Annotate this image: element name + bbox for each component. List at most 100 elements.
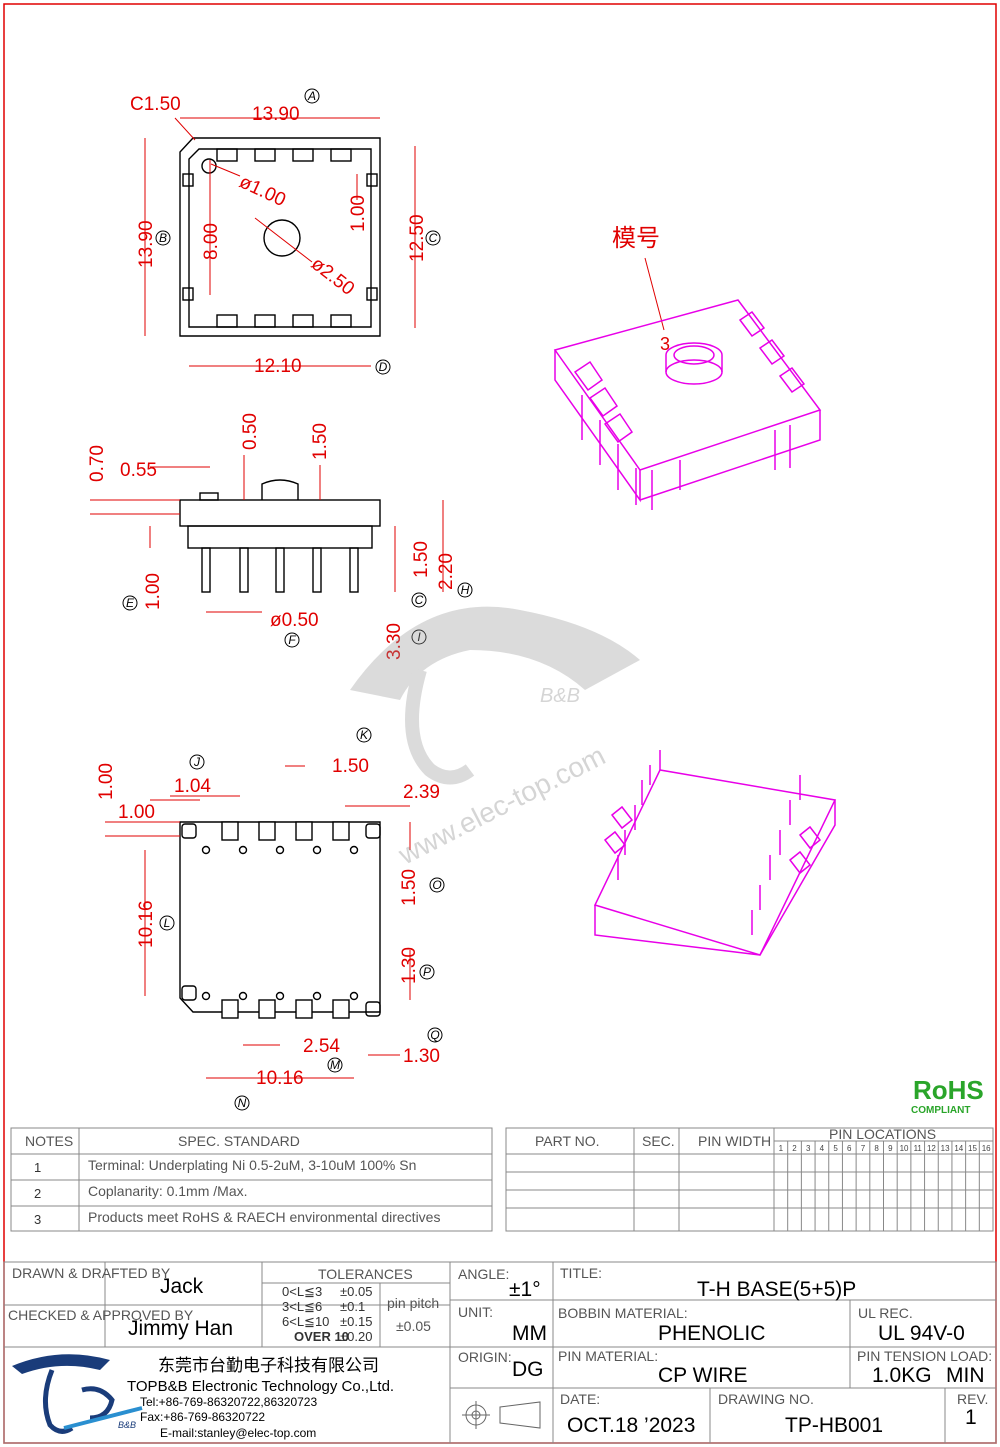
date-value: OCT.18 ’2023 — [567, 1414, 695, 1437]
title-block — [3, 1261, 997, 1444]
pin-location-number: 3 — [806, 1144, 811, 1153]
watermark: B&B www.elec-top.com — [350, 606, 640, 871]
top-view — [179, 137, 381, 337]
dim-side-150b: 1.50 — [411, 541, 432, 578]
top-view-dim-lines — [144, 117, 416, 367]
svg-text:N: N — [238, 1096, 247, 1110]
pin-tension-label: PIN TENSION LOAD: — [857, 1348, 992, 1364]
pin-location-number: 2 — [792, 1144, 797, 1153]
projection-symbol — [462, 1401, 541, 1429]
drawing-no-label: DRAWING NO. — [718, 1391, 814, 1407]
bottom-view — [179, 821, 381, 1019]
svg-text:D: D — [379, 360, 388, 374]
angle-label: ANGLE: — [458, 1266, 509, 1282]
pin-tension-value: 1.0KG — [872, 1364, 932, 1387]
dim-side-070: 0.70 — [87, 445, 108, 482]
drawn-label: DRAWN & DRAFTED BY — [12, 1265, 171, 1281]
side-view — [179, 479, 381, 593]
watermark-sub: B&B — [540, 685, 580, 707]
spec-header: SPEC. STANDARD — [178, 1133, 300, 1149]
pin-location-number: 14 — [954, 1144, 963, 1153]
pin-location-number: 10 — [900, 1144, 909, 1153]
svg-text:B: B — [159, 231, 167, 245]
notes-table — [10, 1127, 493, 1232]
top-view-markers: A B C D — [155, 88, 441, 375]
svg-text:C: C — [429, 231, 438, 245]
svg-text:Q: Q — [430, 1028, 439, 1042]
pin-location-number: 9 — [888, 1144, 893, 1153]
pin-location-number: 4 — [820, 1144, 825, 1153]
pin-location-number: 5 — [833, 1144, 838, 1153]
dim-chamfer: C1.50 — [130, 94, 181, 115]
company-en: TOPB&B Electronic Technology Co.,Ltd. — [127, 1378, 394, 1395]
checked-label: CHECKED & APPROVED BY — [8, 1307, 194, 1323]
title-label: TITLE: — [560, 1265, 602, 1281]
company-logo: B&B — [12, 1354, 143, 1434]
model-label: 模号 — [612, 225, 660, 252]
dim-inner-height: 12.50 — [407, 214, 428, 262]
pin-tension-unit: MIN — [946, 1364, 985, 1387]
dim-bot-104: 1.04 — [174, 776, 211, 797]
date-label: DATE: — [560, 1391, 600, 1407]
side-view-dim-lines — [90, 455, 444, 613]
tolerances-label: TOLERANCES — [318, 1266, 413, 1282]
dim-bot-100b: 1.00 — [118, 802, 155, 823]
rohs-logo: RoHS COMPLIANT — [911, 1075, 984, 1116]
notes-header: NOTES — [25, 1133, 73, 1149]
dim-slot-height: 8.00 — [201, 223, 222, 260]
dim-hole-large: ø2.50 — [307, 253, 358, 299]
pin-location-number: 1 — [779, 1144, 784, 1153]
dim-top-width: 13.90 — [252, 104, 300, 125]
svg-text:P: P — [423, 965, 431, 979]
pin-pitch-value: ±0.05 — [396, 1318, 431, 1334]
dim-bot-254: 2.54 — [303, 1036, 340, 1057]
bottom-view-dim-lines — [105, 765, 411, 1079]
rev-value: 1 — [965, 1406, 977, 1429]
dim-bot-150b: 1.50 — [399, 869, 420, 906]
side-view-markers: E F C H I — [122, 582, 473, 648]
svg-text:F: F — [288, 633, 296, 647]
pin-location-number: 8 — [874, 1144, 879, 1153]
company-fax: Fax:+86-769-86320722 — [140, 1410, 265, 1424]
bottom-view-markers: J K L O P Q M N — [159, 727, 445, 1111]
dim-top-height: 13.90 — [136, 220, 157, 268]
checked-value: Jimmy Han — [128, 1317, 233, 1340]
logo-sub: B&B — [118, 1420, 136, 1430]
bobbin-value: PHENOLIC — [658, 1322, 765, 1345]
company-cn: 东莞市台勤电子科技有限公司 — [158, 1356, 379, 1375]
pin-width-header: PIN WIDTH — [698, 1133, 771, 1149]
pin-pitch-label: pin pitch — [387, 1295, 439, 1311]
tol-range-1: 0<L≦3 — [282, 1284, 322, 1299]
pin-location-number: 15 — [968, 1144, 977, 1153]
dim-side-220: 2.20 — [436, 553, 457, 590]
drawn-value: Jack — [160, 1275, 204, 1298]
svg-text:I: I — [417, 630, 421, 644]
dim-side-050: 0.50 — [240, 413, 261, 450]
dim-side-150: 1.50 — [310, 423, 331, 460]
svg-text:J: J — [193, 755, 201, 769]
pin-location-number: 11 — [914, 1144, 923, 1153]
dim-side-330: 3.30 — [384, 623, 405, 660]
model-number: 3 — [660, 334, 670, 354]
dim-bot-150a: 1.50 — [332, 756, 369, 777]
dim-bot-1016b: 10.16 — [256, 1068, 304, 1089]
sheet-border — [3, 3, 997, 1444]
tol-value-3: ±0.15 — [340, 1314, 372, 1329]
drawing-no-value: TP-HB001 — [785, 1414, 883, 1437]
dim-inner-width: 12.10 — [254, 356, 302, 377]
tol-range-2: 3<L≦6 — [282, 1299, 322, 1314]
pin-location-number: 7 — [861, 1144, 866, 1153]
svg-text:E: E — [126, 596, 135, 610]
title-value: T-H BASE(5+5)P — [697, 1278, 856, 1301]
dim-notch: 1.00 — [348, 195, 369, 232]
tol-value-4: ±0.20 — [340, 1329, 372, 1344]
dim-side-100: 1.00 — [143, 573, 164, 610]
pin-location-number: 13 — [941, 1144, 950, 1153]
tol-range-3: 6<L≦10 — [282, 1314, 329, 1329]
dim-bot-1016a: 10.16 — [136, 900, 157, 948]
rev-label: REV. — [957, 1391, 988, 1407]
model-leader — [644, 257, 665, 331]
dim-bot-130a: 1.30 — [399, 947, 420, 984]
svg-text:M: M — [330, 1058, 340, 1072]
